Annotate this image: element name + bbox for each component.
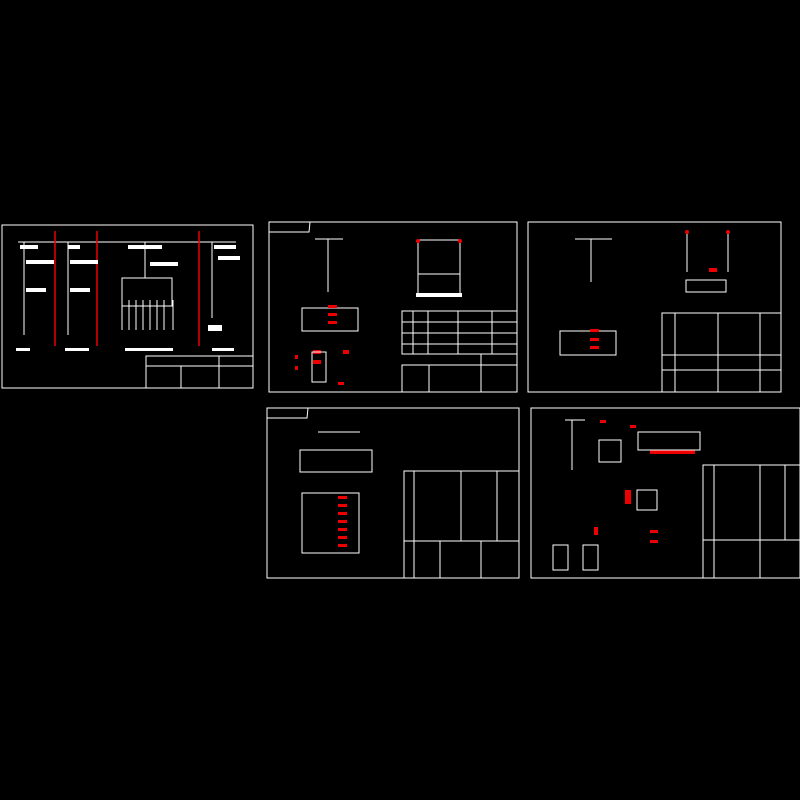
sheet-frame bbox=[1, 224, 254, 389]
title-block bbox=[145, 355, 254, 389]
sheet-3-control-schematic bbox=[527, 221, 782, 393]
branch-outputs bbox=[121, 300, 174, 330]
sheet-1-single-line-diagram bbox=[1, 224, 254, 389]
sheet-2-control-schematic bbox=[268, 221, 518, 393]
sheet-frame bbox=[268, 221, 518, 393]
sheet-4-distribution-schematic bbox=[266, 407, 520, 579]
parts-table bbox=[702, 464, 800, 579]
sheet-5-motor-control-schematic bbox=[530, 407, 800, 579]
parts-table bbox=[661, 312, 782, 393]
parts-table bbox=[403, 470, 520, 579]
parts-table bbox=[401, 310, 518, 393]
sheet-frame bbox=[527, 221, 782, 393]
sheet-frame bbox=[530, 407, 800, 579]
